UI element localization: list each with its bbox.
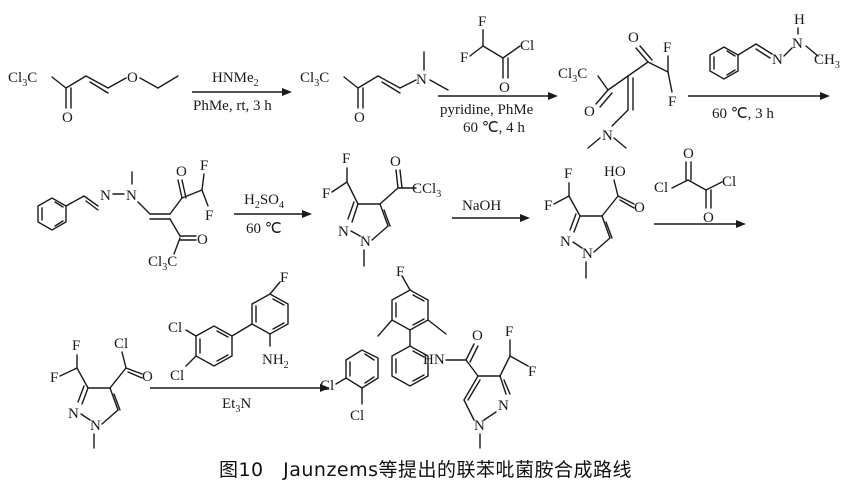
svg-text:F: F <box>668 94 676 110</box>
svg-text:N: N <box>68 406 79 422</box>
svg-text:Cl: Cl <box>654 180 668 196</box>
reaction-arrow-5: NaOH <box>452 198 530 222</box>
reagent-benzaldehyde-methylhydrazone: N N H CH3 <box>709 12 840 80</box>
svg-text:O: O <box>634 200 645 216</box>
svg-text:NH2: NH2 <box>262 352 289 371</box>
reaction-arrow-3: N N H CH3 60 ℃, 3 h <box>688 12 840 122</box>
svg-text:N: N <box>602 128 613 144</box>
svg-text:H: H <box>794 12 805 28</box>
reagent-step5-top: NaOH <box>462 198 501 214</box>
svg-text:O: O <box>176 164 187 180</box>
svg-text:F: F <box>205 208 213 224</box>
svg-text:F: F <box>544 198 552 214</box>
svg-text:N: N <box>792 36 803 52</box>
reagent-step2-bottom2: 60 ℃, 4 h <box>463 120 525 136</box>
svg-text:O: O <box>197 232 208 248</box>
svg-text:F: F <box>663 40 671 56</box>
svg-text:O: O <box>584 104 595 120</box>
svg-text:O: O <box>703 210 714 226</box>
svg-text:F: F <box>280 270 288 286</box>
svg-text:F: F <box>72 338 80 354</box>
svg-text:O: O <box>390 154 401 170</box>
svg-text:O: O <box>499 80 510 96</box>
reaction-arrow-2: F F O Cl pyridine, PhMe 60 ℃, 4 h <box>438 14 558 136</box>
reagent-oxalyl-chloride: O Cl O Cl <box>654 146 736 226</box>
compound-bixafen-product: F HN Cl Cl O F F N N <box>320 264 536 449</box>
reaction-arrow-1: HNMe2 PhMe, rt, 3 h <box>192 70 292 114</box>
reagent-difluoroacetyl-chloride: F F O Cl <box>460 14 534 96</box>
svg-text:Cl: Cl <box>170 368 184 384</box>
reagent-step7-bottom: Et3N <box>222 396 251 415</box>
svg-text:Cl: Cl <box>350 408 364 424</box>
compound-hydrazone-intermediate: N N O F F O Cl3C <box>37 158 213 273</box>
reagent-step2-bottom1: pyridine, PhMe <box>440 102 534 118</box>
svg-text:Cl: Cl <box>722 174 736 190</box>
svg-text:F: F <box>396 264 404 280</box>
svg-text:F: F <box>342 151 350 167</box>
svg-text:N: N <box>360 234 371 250</box>
nitrogen-label: N <box>416 72 427 88</box>
svg-text:Cl: Cl <box>520 38 534 54</box>
reagent-step1-top: HNMe2 <box>212 70 259 89</box>
reagent-aminobiphenyl: Cl Cl F NH2 <box>168 270 289 384</box>
synthesis-scheme: Cl3C O O HNMe2 PhMe, rt, 3 h Cl3C O N <box>8 12 840 449</box>
svg-text:F: F <box>564 166 572 182</box>
reaction-arrow-6: O Cl O Cl <box>654 146 746 228</box>
oxygen-label: O <box>354 110 365 126</box>
svg-text:O: O <box>142 369 153 385</box>
reagent-step3-bottom: 60 ℃, 3 h <box>712 106 774 122</box>
svg-text:CCl3: CCl3 <box>412 181 441 200</box>
svg-text:N: N <box>498 398 509 414</box>
reaction-arrow-4: H2SO4 60 ℃ <box>234 192 312 237</box>
svg-text:N: N <box>338 224 349 240</box>
svg-text:F: F <box>50 370 58 386</box>
reagent-step4-top: H2SO4 <box>244 192 284 211</box>
svg-text:Cl: Cl <box>114 336 128 352</box>
svg-text:F: F <box>322 186 330 202</box>
svg-text:CH3: CH3 <box>814 52 840 71</box>
svg-text:O: O <box>683 146 694 162</box>
compound-trichloro-enone-ether: Cl3C O O <box>8 70 179 126</box>
compound-pyrazole-trichloroketone: F F N N O CCl3 <box>322 151 441 267</box>
svg-text:O: O <box>628 30 639 46</box>
figure-caption: 图10 Jaunzems等提出的联苯吡菌胺合成路线 <box>218 459 633 481</box>
svg-text:F: F <box>460 50 468 66</box>
cl3c-label: Cl3C <box>300 70 329 89</box>
svg-text:N: N <box>126 188 137 204</box>
svg-text:N: N <box>582 246 593 262</box>
svg-text:N: N <box>560 234 571 250</box>
oxygen-label: O <box>62 110 73 126</box>
svg-text:Cl: Cl <box>320 378 334 394</box>
svg-text:N: N <box>90 418 101 434</box>
svg-text:N: N <box>100 188 111 204</box>
reagent-step1-bottom: PhMe, rt, 3 h <box>193 98 272 114</box>
svg-text:F: F <box>505 324 513 340</box>
compound-trichloro-enaminone: Cl3C O N <box>300 51 449 126</box>
reaction-arrow-7: Cl Cl F NH2 Et3N <box>150 270 330 415</box>
cl3c-label: Cl3C <box>558 66 587 85</box>
compound-pyrazole-acid-chloride: F F N N Cl O <box>50 336 153 449</box>
svg-text:N: N <box>772 52 783 68</box>
svg-text:O: O <box>472 328 483 344</box>
svg-text:Cl: Cl <box>168 320 182 336</box>
reagent-step4-bottom: 60 ℃ <box>246 221 282 237</box>
svg-text:F: F <box>528 364 536 380</box>
svg-text:N: N <box>474 418 485 434</box>
svg-text:HO: HO <box>604 164 626 180</box>
svg-text:F: F <box>200 158 208 174</box>
svg-text:Cl3C: Cl3C <box>148 254 177 273</box>
compound-difluoro-dione-enamine: Cl3C O N O F F <box>558 30 676 149</box>
oxygen-label: O <box>127 70 138 86</box>
compound-pyrazole-carboxylic-acid: F F N N HO O <box>544 164 645 279</box>
cl3c-label: Cl3C <box>8 70 37 89</box>
svg-text:F: F <box>478 14 486 30</box>
